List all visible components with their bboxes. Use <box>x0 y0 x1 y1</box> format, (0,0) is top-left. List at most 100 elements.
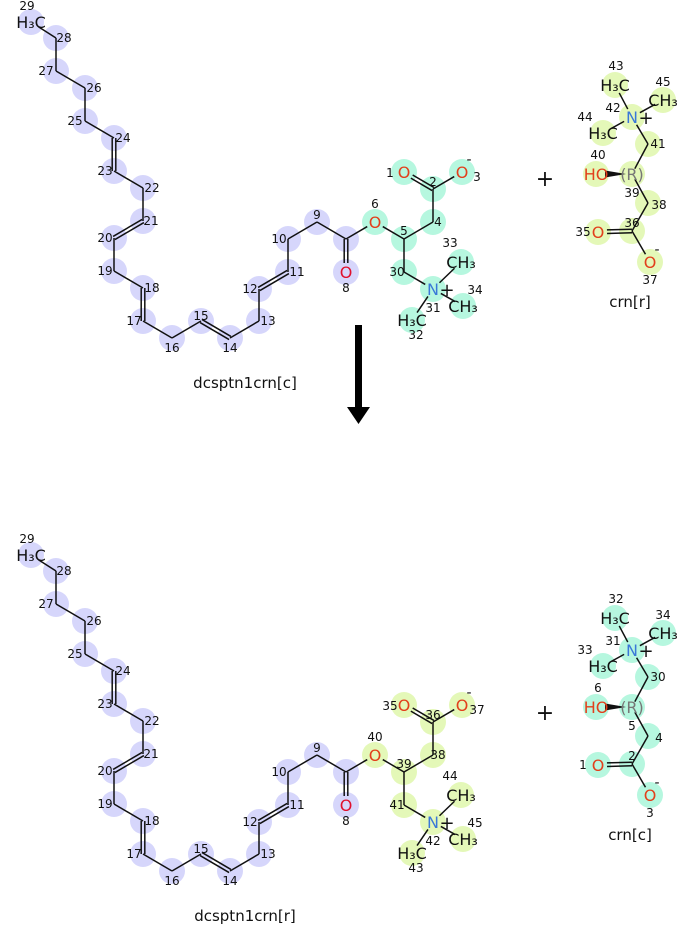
atom-symbol: O <box>592 756 605 775</box>
single-bond <box>382 225 405 240</box>
atom-highlight <box>333 259 359 285</box>
atom-number: 27 <box>38 597 53 611</box>
atom-symbol: H₃C <box>16 13 46 32</box>
double-bond <box>410 177 433 192</box>
atom-symbol: CH₃ <box>648 624 678 643</box>
double-bond <box>607 232 633 235</box>
atom-highlight <box>585 752 611 778</box>
atom-number: 43 <box>608 59 623 73</box>
atom-highlight <box>450 293 476 319</box>
atom-number: 2 <box>628 749 636 763</box>
atom-symbol: O <box>398 163 411 182</box>
single-bond <box>610 120 625 130</box>
single-bond <box>382 758 405 773</box>
single-bond <box>287 754 318 773</box>
atom-number: 28 <box>56 564 71 578</box>
atom-number: 17 <box>126 314 141 328</box>
single-bond <box>403 221 434 240</box>
double-bond <box>257 802 288 822</box>
wedge-bond <box>605 703 626 711</box>
atom-symbol: N <box>626 108 638 127</box>
single-bond <box>416 296 429 313</box>
single-bond <box>440 292 456 303</box>
single-bond <box>55 70 86 89</box>
atom-number: 21 <box>143 747 158 761</box>
atom-number: 26 <box>86 81 101 95</box>
atom-highlight <box>449 692 475 718</box>
single-bond <box>229 853 260 872</box>
atom-symbol: O <box>644 253 657 272</box>
single-bond <box>618 625 629 643</box>
atom-number: 33 <box>577 643 592 657</box>
atom-number: 1 <box>579 758 587 772</box>
atom-symbol: O <box>369 746 382 765</box>
negative-charge: - <box>654 775 659 791</box>
molecule-name-crn-r: crn[r] <box>609 293 651 311</box>
double-bond <box>410 710 433 725</box>
atom-number: 19 <box>97 797 112 811</box>
atom-number: 31 <box>605 634 620 648</box>
atom-symbol: CH₃ <box>448 830 478 849</box>
atom-number: 33 <box>442 236 457 250</box>
atom-number: 36 <box>624 216 639 230</box>
atom-number: 18 <box>144 281 159 295</box>
atom-number: 38 <box>430 748 445 762</box>
single-bond <box>432 708 455 723</box>
atom-symbol: O <box>398 696 411 715</box>
single-bond <box>345 758 368 773</box>
single-bond <box>142 853 173 872</box>
atom-number: 39 <box>624 186 639 200</box>
atom-number: 4 <box>434 215 442 229</box>
positive-charge: + <box>439 280 454 301</box>
atom-symbol: CH₃ <box>648 91 678 110</box>
single-bond <box>416 829 429 846</box>
positive-charge: + <box>638 641 653 662</box>
single-bond <box>440 825 456 836</box>
atom-number: 8 <box>342 281 350 295</box>
atom-number: 44 <box>442 769 457 783</box>
atom-number: 3 <box>646 806 654 820</box>
atom-number: 21 <box>143 214 158 228</box>
single-bond <box>610 653 625 663</box>
atom-number: 23 <box>97 164 112 178</box>
atom-number: 10 <box>271 765 286 779</box>
double-bond <box>199 321 230 341</box>
single-bond <box>438 800 456 817</box>
atom-number: 42 <box>425 834 440 848</box>
atom-number: 5 <box>628 719 636 733</box>
atom-symbol: HO <box>584 698 609 717</box>
atom-highlight <box>619 637 645 663</box>
atom-number: 43 <box>408 861 423 875</box>
single-bond <box>84 653 115 672</box>
atom-number: 37 <box>642 273 657 287</box>
atom-number: 17 <box>126 847 141 861</box>
atom-number: 20 <box>97 231 112 245</box>
single-bond <box>84 120 115 139</box>
atom-number: 8 <box>342 814 350 828</box>
atom-highlight <box>583 161 609 187</box>
atom-highlight <box>650 620 676 646</box>
atom-symbol: O <box>456 696 469 715</box>
single-bond <box>171 320 202 339</box>
atom-number: 37 <box>469 703 484 717</box>
single-bond <box>55 603 86 622</box>
negative-charge: - <box>466 685 471 701</box>
atom-highlight <box>590 120 616 146</box>
double-bond <box>114 754 145 774</box>
atom-number: 45 <box>467 816 482 830</box>
atom-number: 14 <box>222 874 237 888</box>
single-bond <box>631 202 649 232</box>
atom-symbol: N <box>427 280 439 299</box>
plus-sign-reactants: + <box>536 167 554 192</box>
positive-charge: + <box>439 813 454 834</box>
atom-number: 31 <box>425 301 440 315</box>
atom-highlight <box>619 161 645 187</box>
atom-number: 3 <box>473 170 481 184</box>
single-bond <box>345 225 368 240</box>
atom-number: 12 <box>242 282 257 296</box>
atom-number: 34 <box>655 608 670 622</box>
atom-number: 5 <box>400 224 408 238</box>
single-bond <box>113 803 144 822</box>
atom-highlight <box>18 9 44 35</box>
atom-number: 20 <box>97 764 112 778</box>
